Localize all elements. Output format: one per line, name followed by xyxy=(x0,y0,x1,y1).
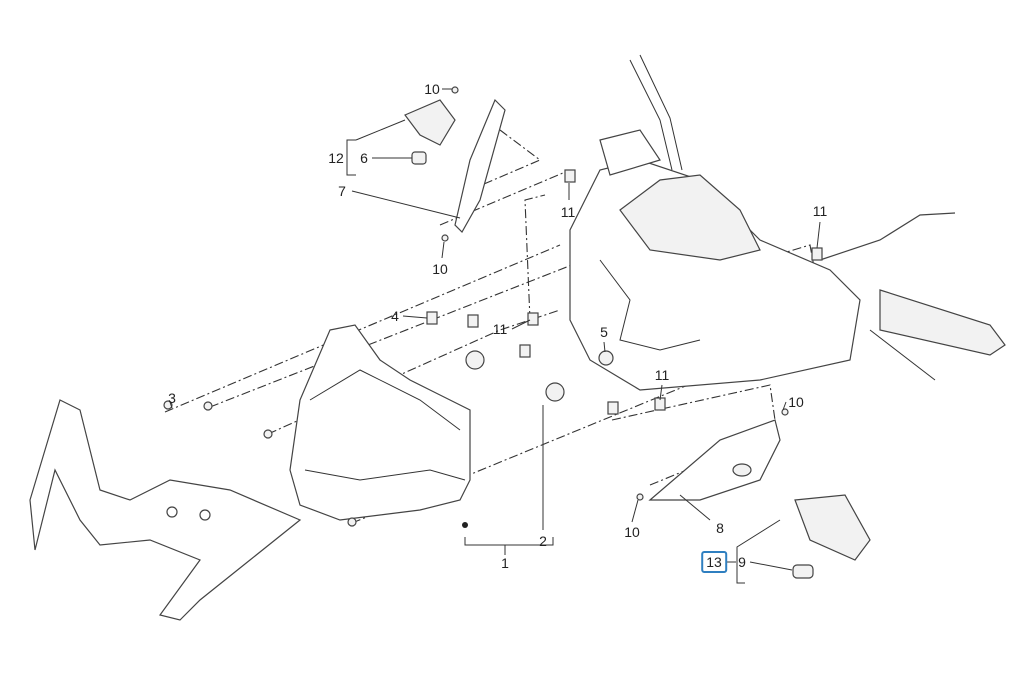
fasteners xyxy=(163,86,823,527)
callout-9: 9 xyxy=(738,554,746,570)
callout-6: 6 xyxy=(360,150,368,166)
callout-4: 4 xyxy=(391,308,399,324)
indicator-cover-and-lamp xyxy=(648,419,871,579)
callout-10: 10 xyxy=(788,394,804,410)
callout-5: 5 xyxy=(600,324,608,340)
callout-10: 10 xyxy=(424,81,440,97)
headlamp xyxy=(289,324,565,530)
callout-13-highlighted[interactable]: 13 xyxy=(701,551,727,573)
leader-lines xyxy=(169,88,821,584)
left-indicator-bracket xyxy=(404,98,506,233)
callout-7: 7 xyxy=(338,183,346,199)
callout-10: 10 xyxy=(432,261,448,277)
callout-12: 12 xyxy=(328,150,344,166)
callout-2: 2 xyxy=(539,533,547,549)
callout-3: 3 xyxy=(168,390,176,406)
front-fairing xyxy=(29,399,302,621)
callout-11: 11 xyxy=(812,203,828,219)
callout-1: 1 xyxy=(501,555,509,571)
callout-11: 11 xyxy=(560,204,576,220)
handlebar-frame xyxy=(569,54,1006,391)
callout-8: 8 xyxy=(716,520,724,536)
callout-11: 11 xyxy=(492,321,508,337)
callout-10: 10 xyxy=(624,524,640,540)
callout-11: 11 xyxy=(654,367,670,383)
